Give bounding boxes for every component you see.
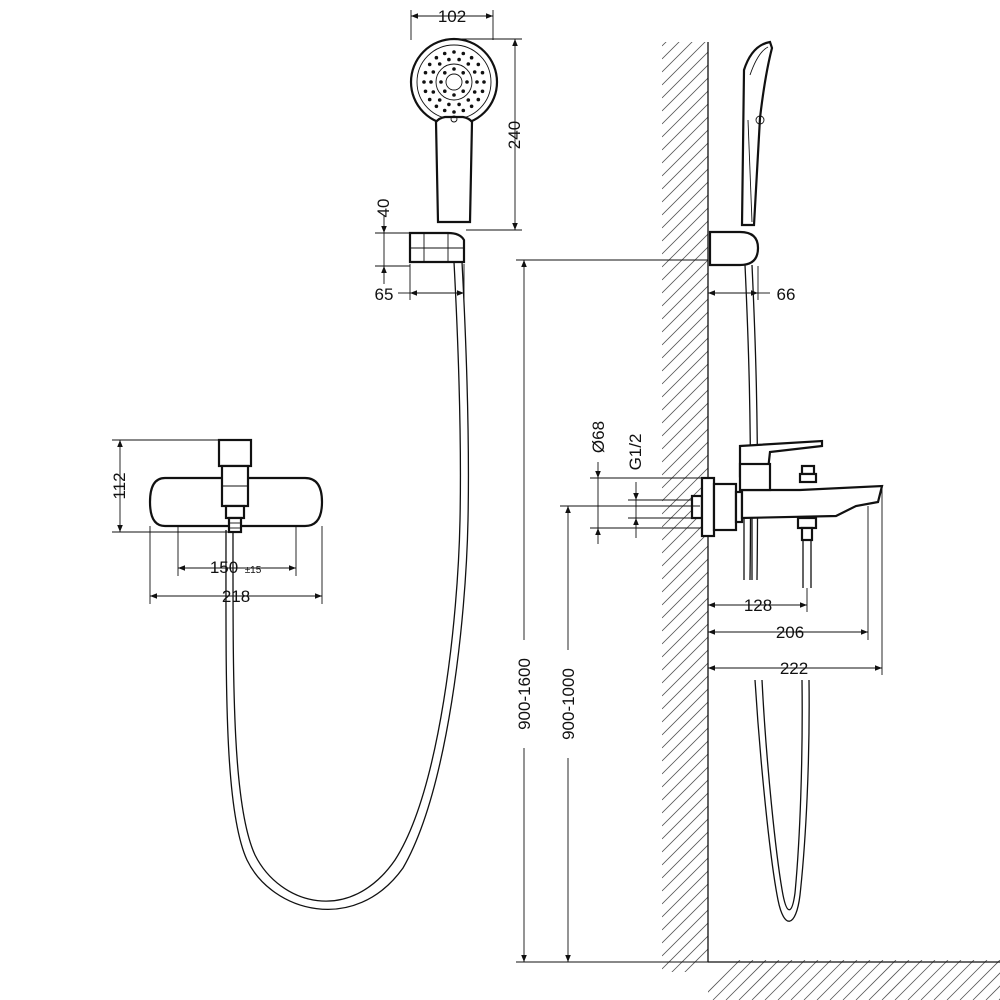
dimension-center-distance: 150 ±15: [177, 526, 297, 577]
dimension-spout-projection: 206: [708, 506, 869, 642]
shower-hose-front: [225, 261, 470, 911]
dimension-holder-mount-height: 900-1600: [514, 259, 708, 963]
dimension-flange-diameter: Ø68: [589, 421, 702, 544]
label-diameter-68: Ø68: [589, 421, 608, 453]
dimension-mixer-width: 218: [149, 526, 323, 606]
label-900-1000: 900-1000: [559, 668, 578, 740]
label-112: 112: [110, 472, 129, 499]
hand-shower-side: [740, 40, 774, 227]
label-240: 240: [505, 121, 524, 149]
label-66: 66: [777, 285, 796, 304]
label-65: 65: [375, 285, 394, 304]
label-102: 102: [438, 7, 466, 26]
label-900-1600: 900-1600: [515, 658, 534, 730]
dimension-thread-size: G1/2: [626, 434, 692, 538]
dimension-total-projection: 222: [708, 486, 883, 678]
dimension-mixer-height: 112: [110, 439, 229, 533]
dimension-body-projection: 128: [708, 588, 808, 615]
label-206: 206: [776, 623, 804, 642]
label-40: 40: [374, 199, 393, 218]
label-222: 222: [780, 659, 808, 678]
hand-shower-front: [409, 37, 499, 224]
shower-holder-side: [708, 230, 760, 267]
label-128: 128: [744, 596, 772, 615]
dimension-mixer-mount-height: 900-1000: [558, 505, 700, 962]
mixer-front: [148, 438, 324, 534]
label-150-tolerance: ±15: [245, 565, 262, 576]
dimension-holder-height: 40: [374, 199, 410, 284]
dimension-showerhead-height: 240: [455, 38, 524, 231]
dimension-holder-offset: 65: [375, 264, 465, 304]
dimension-showerhead-width: 102: [410, 7, 494, 40]
shower-hose-side: [744, 264, 810, 922]
mixer-side: [690, 439, 884, 588]
label-150: 150: [210, 558, 238, 577]
dimension-holder-projection: 66: [708, 266, 795, 304]
shower-holder-front: [408, 231, 466, 264]
label-218: 218: [222, 587, 250, 606]
label-g12: G1/2: [626, 434, 645, 471]
